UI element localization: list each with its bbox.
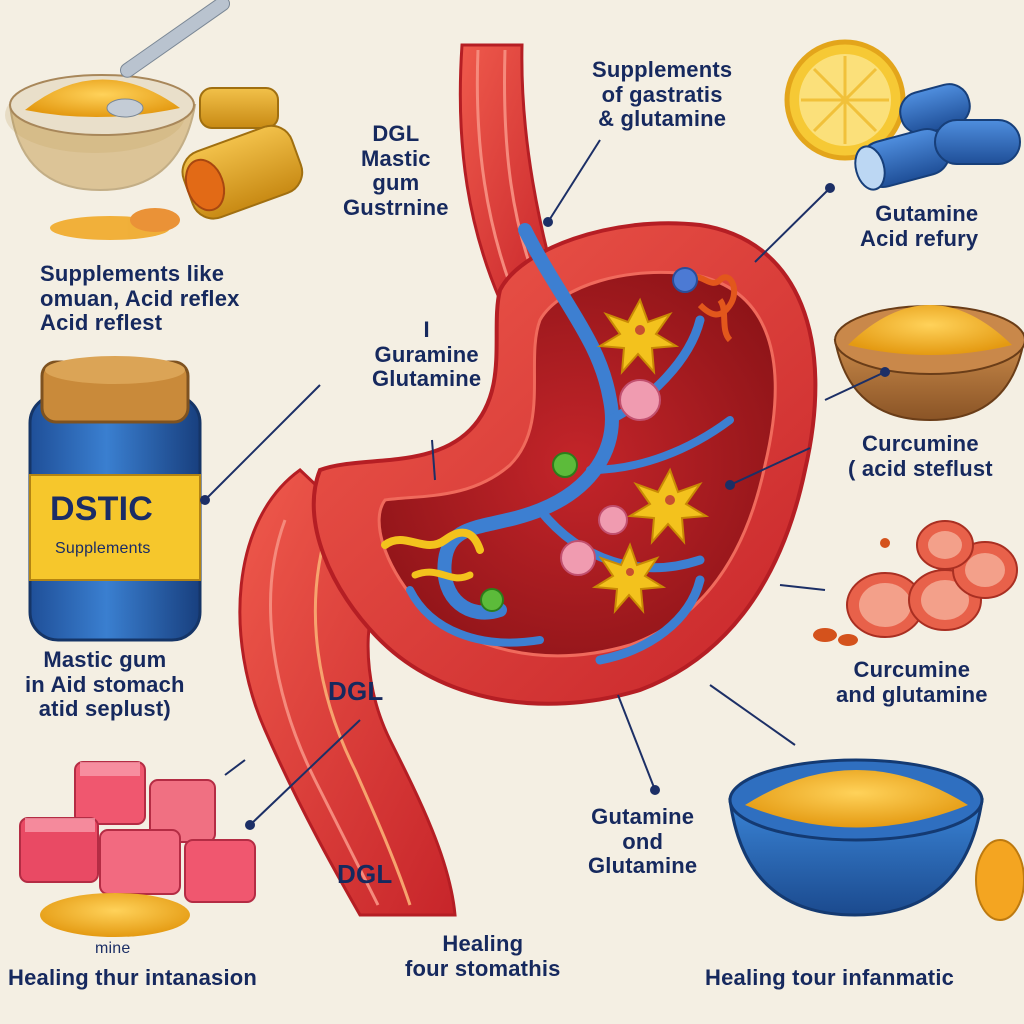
label-supplements-acid-reflex: Supplements like omuan, Acid reflex Acid…: [40, 261, 240, 336]
supplement-jar: [28, 356, 202, 642]
label-healing-left: Healing thur intanasion: [8, 965, 258, 990]
label-curcumine-acid: Curcumine ( acid steflust: [848, 431, 993, 481]
blue-bowl-turmeric: [728, 758, 1024, 921]
label-healing-right: Healing tour infanmatic: [705, 965, 955, 990]
jar-sub-label: Supplements: [55, 540, 151, 557]
label-dgl-mastic-gum: DGL Mastic gum Gustrnine: [343, 121, 449, 220]
jar-brand-label: DSTIC: [50, 490, 153, 528]
lemon-slice: [784, 39, 906, 161]
turmeric-bowl-top-left: [5, 0, 231, 192]
tissue-slices: [813, 520, 1018, 646]
turmeric-bowl-right: [833, 305, 1024, 422]
label-cubes-caption: mine: [95, 940, 131, 957]
spilled-powder-left: [50, 208, 180, 240]
blue-capsules: [854, 83, 1021, 191]
leader-lines: [200, 139, 890, 830]
label-curcumine-glutamine: Curcumine and glutamine: [836, 657, 988, 707]
label-guramine-glutamine: I Guramine Glutamine: [372, 317, 482, 392]
gold-capsules: [181, 87, 304, 220]
label-gutamine-and-glutamine: Gutamine ond Glutamine: [588, 804, 698, 879]
label-dgl-middle: DGL: [328, 676, 384, 706]
label-gutamine-acid: Gutamine Acid refury: [860, 201, 979, 251]
label-healing-center: Healing four stomathis: [405, 931, 561, 981]
label-supplements-gastritis: Supplements of gastratis & glutamine: [592, 57, 733, 132]
label-mastic-gum-stomach: Mastic gum in Aid stomach atid seplust): [25, 647, 185, 722]
stomach-illustration: [238, 43, 818, 917]
pink-gum-cubes: [19, 761, 256, 937]
label-dgl-bottom: DGL: [337, 859, 393, 889]
